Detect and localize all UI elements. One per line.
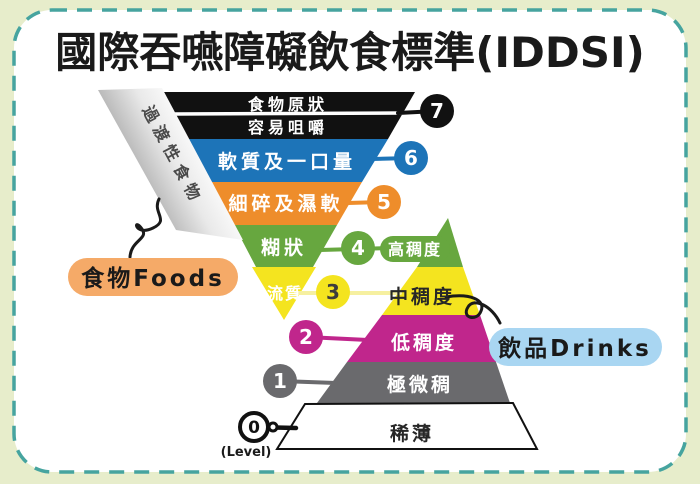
level-6-badge-number: 6 <box>404 146 418 170</box>
transitional-band <box>98 88 243 240</box>
level-3-badge <box>316 275 350 309</box>
drinks-level-0-label: 稀薄 <box>390 422 434 445</box>
level-2-badge <box>289 320 323 354</box>
foods-pill <box>68 258 238 296</box>
level-0-badge-number: 0 <box>248 418 260 438</box>
foods-pill-label: 食物Foods <box>81 265 225 292</box>
level-4-badge <box>341 231 375 265</box>
level-2-badge-number: 2 <box>299 325 313 349</box>
drinks-pill <box>489 328 662 366</box>
foods-level-7-label-line1: 食物原狀 <box>247 95 328 114</box>
foods-level-5-band <box>211 182 362 225</box>
foods-level-5-label: 細碎及濕軟 <box>228 192 343 215</box>
level-5-badge-number: 5 <box>377 190 391 214</box>
foods-funnel <box>163 92 415 320</box>
level-6-badge <box>394 141 428 175</box>
drinks-level-1-label: 極微稠 <box>387 373 453 396</box>
foods-level-7-band <box>163 92 415 139</box>
drinks-connector-curve <box>444 294 502 325</box>
level-0-connector-dot <box>267 421 279 433</box>
foods-level-6-label: 軟質及一口量 <box>218 150 356 173</box>
foods-level-3-label: 流質 <box>267 284 303 303</box>
level-badges: 7 6 5 4 3 2 1 0 <box>238 94 454 443</box>
drinks-level-2-label: 低稠度 <box>390 331 457 354</box>
foods-connector-curve <box>128 197 163 259</box>
level-7-badge-number: 7 <box>430 99 444 123</box>
foods-level-4-band <box>234 225 337 267</box>
drinks-level-4-label: 高稠度 <box>388 240 442 259</box>
level-1-badge <box>263 364 297 398</box>
level-7-badge <box>420 94 454 128</box>
drinks-level-1-band <box>317 362 510 403</box>
drinks-pill-label: 飲品Drinks <box>497 335 652 362</box>
level-7-divider <box>174 111 403 116</box>
foods-level-6-band <box>188 139 388 182</box>
drinks-level-0-band <box>275 401 539 450</box>
level-caption: (Level) <box>221 445 272 460</box>
drinks-level-4-tag <box>380 236 450 262</box>
diagram-title: 國際吞嚥障礙飲食標準(IDDSI) <box>55 28 645 77</box>
foods-level-4-label: 糊狀 <box>261 236 307 259</box>
level-3-badge-number: 3 <box>326 280 340 304</box>
drinks-level-3-band <box>382 267 480 315</box>
drinks-level-2-band <box>347 315 496 362</box>
level-4-badge-number: 4 <box>351 236 365 260</box>
foods-level-3-band <box>252 267 316 320</box>
foods-level-7-label-line2: 容易咀嚼 <box>247 118 328 137</box>
drinks-level-3-label: 中稠度 <box>389 285 455 308</box>
level-5-badge <box>367 185 401 219</box>
level-1-badge-number: 1 <box>273 369 287 393</box>
